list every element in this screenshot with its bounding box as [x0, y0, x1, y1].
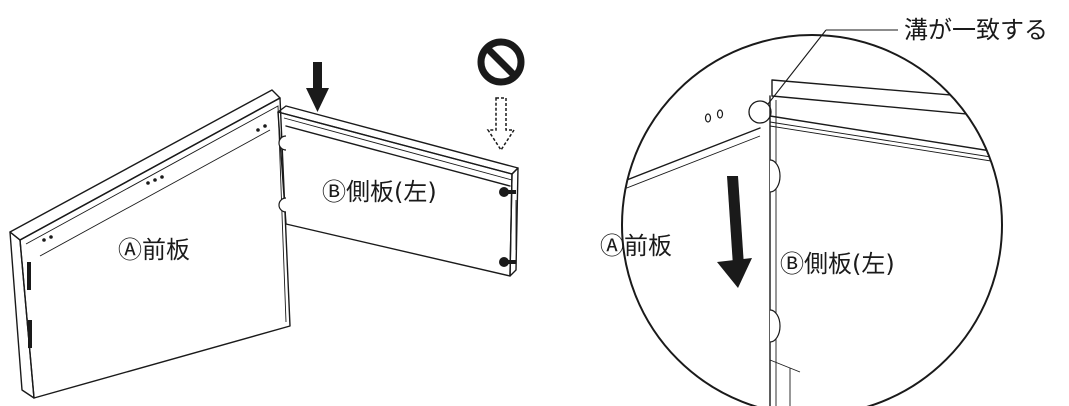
label-side-panel-right: Ⓑ側板(左) — [780, 250, 895, 278]
arrow-down-dashed-icon — [486, 97, 516, 152]
prohibited-icon — [477, 38, 525, 86]
detail-magnifier: Ⓐ前板 Ⓑ側板(左) — [600, 29, 1003, 406]
detail-circle — [621, 34, 1003, 406]
callout-leader — [767, 29, 827, 105]
front-panel-slot — [28, 320, 32, 348]
label-side-panel-left: Ⓑ側板(左) — [322, 178, 437, 206]
label-front-panel-left: Ⓐ前板 — [118, 236, 190, 264]
cam-fitting — [499, 187, 517, 267]
side-panel-b: Ⓑ側板(左) — [277, 105, 519, 277]
label-front-panel-right: Ⓐ前板 — [600, 232, 672, 260]
front-panel-slot — [27, 262, 31, 290]
groove-highlight-circle — [748, 100, 772, 124]
left-illustration: Ⓐ前板 Ⓑ側板(左) — [9, 38, 525, 399]
arrow-down-large-icon — [717, 176, 752, 288]
front-panel-holes — [42, 124, 267, 242]
front-panel-a: Ⓐ前板 — [9, 89, 291, 399]
callout-groove-align: 溝が一致する — [904, 16, 1048, 44]
arrow-down-solid-icon — [306, 62, 329, 112]
